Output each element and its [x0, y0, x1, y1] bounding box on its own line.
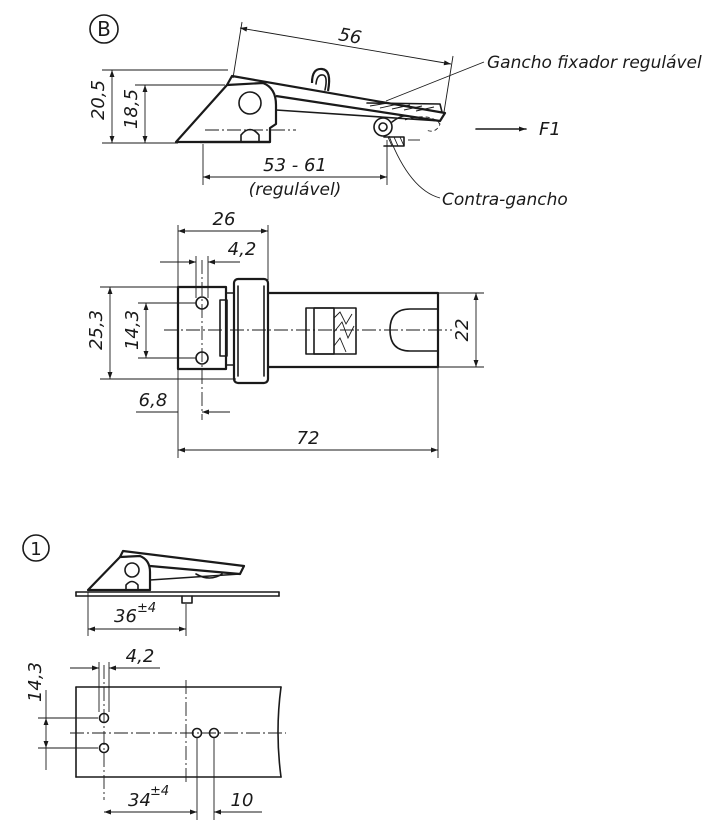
view-b-marker-circle [89, 14, 119, 44]
view-1-hole-pattern: 14,3 4,2 34 ±4 10 [25, 646, 286, 820]
view-1-side: 1 36 ±4 [22, 534, 280, 636]
dim-6-8: 6,8 [139, 390, 168, 411]
label-force-f1: F1 [539, 119, 561, 140]
dim-4-2: 4,2 [228, 239, 257, 260]
hook-alt-position [404, 116, 441, 132]
lever-hatching [369, 102, 435, 112]
dim-34-tolerance: ±4 [150, 784, 169, 799]
dim-4-2-b: 4,2 [126, 646, 155, 667]
spring-coil [333, 311, 355, 353]
small-counter-hook [181, 595, 193, 604]
dim-25-3: 25,3 [86, 310, 107, 350]
dim-56-line [239, 26, 452, 66]
label-adjustable-hook: Gancho fixador regulável [487, 53, 702, 73]
plate-hole-top [98, 712, 110, 724]
view-b-marker: B [97, 17, 111, 41]
dim-20-5: 20,5 [88, 80, 109, 120]
dim-53-61: 53 - 61 [263, 155, 327, 176]
base-slot [240, 128, 260, 143]
leader-adjustable-hook [385, 61, 485, 102]
lever-arm [226, 74, 447, 123]
small-latch-lever [119, 549, 246, 576]
hinge-knuckle [232, 277, 270, 385]
small-latch-base [86, 554, 152, 592]
counter-hook-eye [373, 117, 393, 137]
wire-hook [310, 67, 331, 92]
dim-22: 22 [452, 319, 473, 342]
dim-14-3: 14,3 [122, 310, 143, 350]
view-b-top: 26 4,2 25,3 14,3 22 6,8 72 [86, 209, 484, 458]
leader-counter-hook [388, 135, 441, 199]
dim-34: 34 [128, 790, 151, 811]
dim-14-3-b: 14,3 [25, 662, 46, 702]
dim-18-5: 18,5 [121, 89, 142, 129]
dim-36-tolerance: ±4 [137, 601, 156, 616]
pivot-hole [238, 91, 262, 115]
label-counter-hook: Contra-gancho [442, 190, 568, 210]
plate-hole-bottom [98, 742, 110, 754]
latch-base-body [174, 81, 278, 144]
dim-72: 72 [297, 428, 320, 449]
dim-10: 10 [231, 790, 254, 811]
view-b-side: B 56 20,5 18,5 [88, 14, 702, 210]
plate-break-line [277, 686, 282, 778]
counter-hole-right [208, 727, 220, 739]
dim-adjustable-note: (regulável) [249, 180, 342, 200]
dim-36: 36 [114, 606, 137, 627]
counter-hole-left [191, 727, 203, 739]
view-1-marker: 1 [30, 539, 41, 560]
dim-56: 56 [337, 24, 363, 49]
view-1-marker-circle [22, 534, 50, 562]
dim-26: 26 [213, 209, 236, 230]
